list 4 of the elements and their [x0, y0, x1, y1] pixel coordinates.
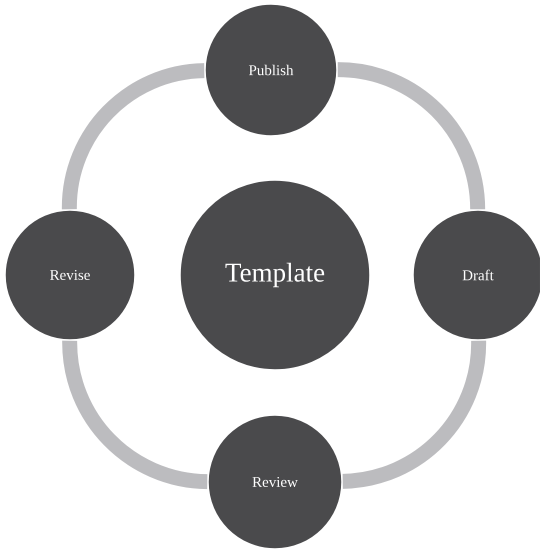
ring-segment [342, 340, 486, 489]
ring-segment [337, 62, 486, 210]
ring-segment [62, 63, 205, 210]
ring-segment [62, 340, 208, 490]
